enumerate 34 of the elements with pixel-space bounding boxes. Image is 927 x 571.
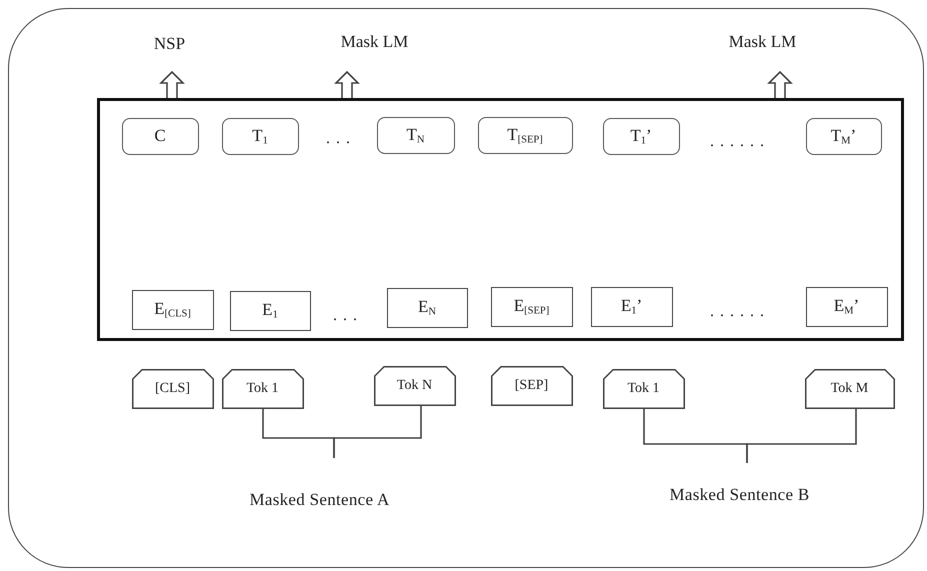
embedding-box: E$_{[CLS]}$	[132, 290, 214, 330]
ellipsis-dots: . . . . . .	[710, 303, 765, 321]
bracket-line	[333, 406, 422, 458]
bracket-line	[746, 409, 857, 463]
output-token-box: C	[122, 118, 198, 154]
sentence-label: Masked Sentence B	[669, 484, 810, 504]
embedding-box: E$_{M}$’	[806, 286, 888, 326]
task-label: Mask LM	[340, 32, 408, 52]
ellipsis-dots: . . . . . .	[710, 133, 765, 151]
hollow-arrow	[334, 70, 360, 99]
ellipsis-dots: . . .	[326, 130, 351, 148]
input-token-box: [CLS]	[132, 368, 214, 408]
input-token-box: Tok N	[374, 366, 456, 406]
input-token-box: [SEP]	[490, 366, 572, 406]
embedding-box: E$_{1}$	[230, 290, 310, 330]
output-token-box: T$_{[SEP]}$	[478, 116, 572, 154]
input-token-box: Tok M	[804, 368, 894, 408]
sentence-label: Masked Sentence A	[249, 490, 390, 510]
ellipsis-dots: . . .	[333, 307, 358, 325]
hollow-arrow	[159, 70, 185, 99]
outer-frame	[8, 8, 924, 568]
embedding-box: E$_{1}$’	[590, 286, 672, 326]
output-token-box: T$_{1}$	[222, 118, 298, 154]
output-token-box: T$_{N}$	[376, 116, 454, 154]
hollow-arrow	[767, 70, 793, 99]
output-token-box: T$_{M}$’	[806, 118, 882, 154]
input-token-box: Tok 1	[602, 368, 684, 408]
embedding-box: E$_{[SEP]}$	[490, 286, 572, 326]
output-token-box: T$_{1}$’	[602, 118, 680, 154]
embedding-box: E$_{N}$	[386, 288, 468, 328]
task-label: NSP	[154, 34, 186, 54]
transformer-box	[96, 98, 904, 340]
task-label: Mask LM	[728, 32, 796, 52]
input-token-box: Tok 1	[222, 368, 304, 408]
